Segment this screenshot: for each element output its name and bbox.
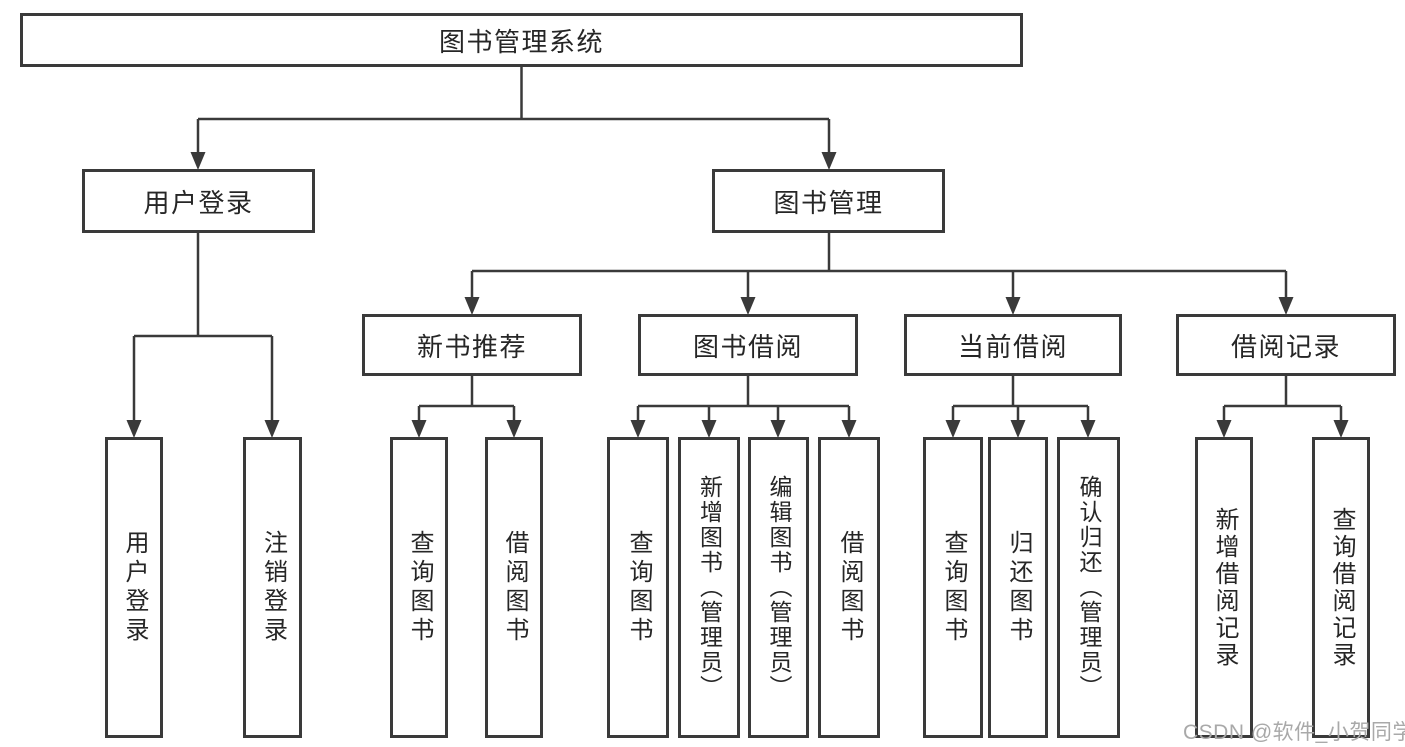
connector-root-to-level2 [196, 67, 831, 154]
connector-user-login-to-leaves [132, 233, 274, 422]
arrowhead [1005, 297, 1021, 315]
leaf-label: 查询图书 [406, 529, 433, 646]
leaf-label: 新增借阅记录 [1211, 506, 1238, 669]
connector-book-borrow-to-leaves [636, 376, 851, 422]
csdn-watermark: CSDN @软件_小贺同学 [1183, 721, 1405, 744]
node-borrow-records: 借阅记录 [1176, 314, 1396, 376]
node-current-borrow: 当前借阅 [904, 314, 1122, 376]
connector-current-borrow-to-leaves [951, 376, 1090, 422]
node-label: 当前借阅 [957, 331, 1068, 362]
node-new-book-recommend: 新书推荐 [362, 314, 582, 376]
node-label: 图书借阅 [692, 331, 803, 362]
leaf-label: 用户登录 [121, 529, 148, 646]
leaf-edit-books-admin: 编辑图书（管理员） [748, 437, 809, 738]
arrowhead [701, 420, 717, 438]
connector-borrow-record-to-leaves [1222, 376, 1343, 422]
node-root: 图书管理系统 [20, 13, 1023, 67]
leaf-borrow-books-recommend: 借阅图书 [485, 437, 543, 738]
leaf-label: 查询借阅记录 [1328, 506, 1355, 669]
leaf-label: 确认归还（管理员） [1076, 475, 1102, 700]
arrowhead [1080, 420, 1096, 438]
node-book-management: 图书管理 [712, 169, 945, 233]
node-label: 用户登录 [143, 187, 254, 218]
leaf-label: 查询图书 [625, 529, 652, 646]
leaf-add-books-admin: 新增图书（管理员） [678, 437, 740, 738]
leaf-logout: 注销登录 [243, 437, 302, 738]
arrowhead [126, 420, 142, 438]
leaf-label: 借阅图书 [501, 529, 528, 646]
node-book-borrow: 图书借阅 [638, 314, 858, 376]
arrowhead [630, 420, 646, 438]
leaf-query-borrow-record: 查询借阅记录 [1312, 437, 1370, 738]
arrowhead [464, 297, 480, 315]
connector-book-mgmt-to-level3 [470, 233, 1288, 299]
leaf-label: 注销登录 [259, 529, 287, 646]
leaf-return-books: 归还图书 [988, 437, 1048, 738]
arrowhead [1278, 297, 1294, 315]
arrowhead [190, 152, 206, 170]
leaf-label: 编辑图书（管理员） [766, 475, 792, 700]
connector-new-book-rec-to-leaves [417, 376, 516, 422]
arrowhead [770, 420, 786, 438]
leaf-user-login: 用户登录 [105, 437, 163, 738]
leaf-query-books-current: 查询图书 [923, 437, 983, 738]
leaf-add-borrow-record: 新增借阅记录 [1195, 437, 1253, 738]
arrowhead [1216, 420, 1232, 438]
node-label: 图书管理系统 [438, 26, 604, 57]
arrowhead [264, 420, 280, 438]
node-label: 新书推荐 [416, 331, 527, 362]
arrowhead [945, 420, 961, 438]
node-label: 图书管理 [773, 187, 884, 218]
leaf-label: 新增图书（管理员） [696, 475, 723, 700]
arrowhead [411, 420, 427, 438]
arrowhead [740, 297, 756, 315]
arrowhead [1333, 420, 1349, 438]
node-user-login: 用户登录 [82, 169, 315, 233]
leaf-confirm-return-admin: 确认归还（管理员） [1057, 437, 1120, 738]
arrowhead [821, 152, 837, 170]
arrowhead [841, 420, 857, 438]
leaf-label: 查询图书 [940, 529, 967, 646]
leaf-label: 借阅图书 [836, 529, 863, 646]
leaf-query-books-borrow: 查询图书 [607, 437, 669, 738]
leaf-borrow-books: 借阅图书 [818, 437, 880, 738]
arrowhead [1010, 420, 1026, 438]
node-label: 借阅记录 [1230, 331, 1341, 362]
arrowhead [506, 420, 522, 438]
leaf-query-books-recommend: 查询图书 [390, 437, 448, 738]
leaf-label: 归还图书 [1005, 529, 1032, 646]
